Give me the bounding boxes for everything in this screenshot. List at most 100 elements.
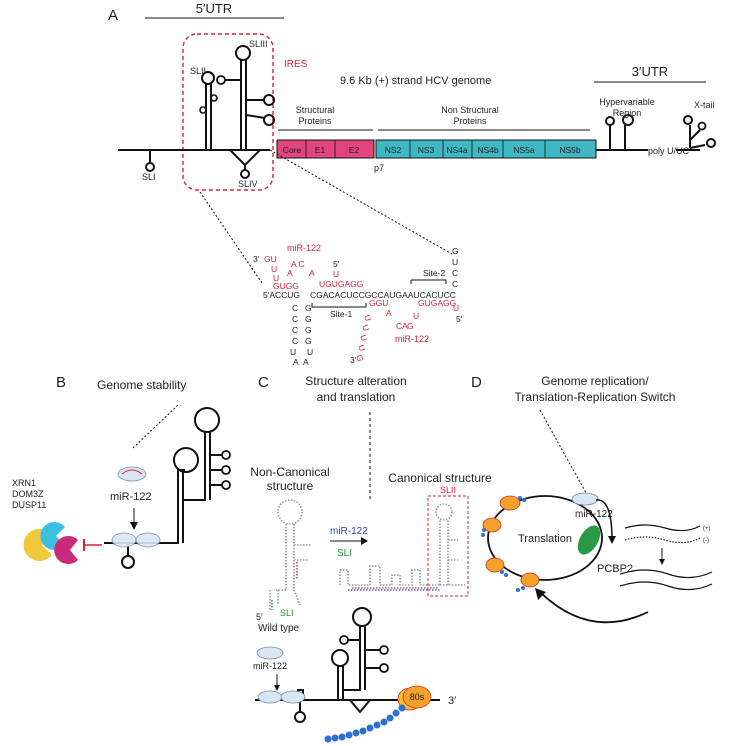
panel-b-letter: B (56, 374, 66, 391)
mir-icon-d (571, 492, 599, 506)
seq-u-right: U (453, 303, 459, 313)
p7-label: p7 (374, 163, 384, 173)
seq-u1: U (271, 264, 277, 274)
gene-ns4a: NS4a (446, 145, 468, 155)
panel-d-arrowhead-down (659, 559, 665, 565)
sl2-label: SLII (190, 66, 206, 76)
poly-label: poly U/UC (648, 146, 690, 156)
seq-right-c2: C (452, 279, 458, 289)
nonstructural-label-1: Non Structural (441, 105, 499, 115)
translation-circle (487, 495, 603, 581)
gene-e2: E2 (349, 145, 360, 155)
panel-a-letter: A (108, 7, 118, 24)
panel-b-dotline (132, 404, 179, 449)
gene-ns5b: NS5b (559, 145, 581, 155)
panel-d-mir: miR-122 (575, 509, 613, 520)
seq-stem-l5: A (293, 357, 299, 367)
genome-label: 9.6 Kb (+) strand HCV genome (340, 75, 491, 87)
mir-bound-1-icon (111, 532, 137, 548)
seq-tail-g: G (354, 353, 366, 363)
structural-label-1: Structural (296, 105, 335, 115)
seq-g-bottom: G (407, 321, 414, 331)
sequence-block: miR-122 3′ GU U U GUGG A C A A UGUGAGG 5… (253, 243, 463, 367)
seq-ca-bottom: CA (396, 321, 408, 331)
seq-stem-l2: C (292, 325, 298, 335)
seq-5prime-mid: 5′ (333, 259, 340, 269)
enzyme-dusp11: DUSP11 (12, 500, 46, 510)
seq-right-u: U (452, 257, 458, 267)
panel-d-letter: D (471, 374, 482, 391)
panel-b-rna (104, 407, 231, 569)
canonical-structure (339, 503, 465, 586)
zoom-line-left (199, 191, 263, 284)
seq-stem-l1: C (292, 314, 298, 324)
nonstructural-label-2: Proteins (453, 116, 487, 126)
seq-u-bottom: U (413, 311, 419, 321)
seq-tail-u4: U (356, 343, 367, 352)
structural-label-2: Proteins (298, 116, 332, 126)
sl1-label: SLI (142, 172, 156, 182)
seq-u-mid: U (333, 269, 339, 279)
seq-stem-l4: U (290, 347, 296, 357)
mir-bound-2-icon (135, 532, 161, 548)
zoom-line-right (269, 149, 453, 255)
panel-c-title-1: Structure alteration (305, 374, 406, 388)
enzyme-xrn1: XRN1 (12, 478, 36, 488)
noncanonical-label-2: structure (267, 479, 314, 493)
bottom-arrowhead (274, 685, 280, 691)
noncanonical-red-dots (271, 562, 298, 610)
gene-ns4b: NS4b (477, 145, 499, 155)
gene-ns3: NS3 (418, 145, 435, 155)
utr5-label: 5′UTR (196, 1, 232, 16)
seq-u2: U (273, 273, 279, 283)
seq-3prime-top: 3′ (253, 254, 260, 264)
exonuclease-magenta-icon (54, 535, 78, 564)
seq-tail-u1: U (362, 313, 373, 322)
hypervariable-label-2: Region (613, 108, 642, 118)
seq-tail-u2: U (360, 323, 371, 332)
panel-d-return-arrowhead (535, 588, 546, 600)
seq-stem-r5: A (303, 357, 309, 367)
seq-site1: Site-1 (330, 309, 352, 319)
canonical-label: Canonical structure (388, 471, 492, 485)
panel-d-plus: (+) (703, 526, 711, 532)
panel-d-translation: Translation (518, 533, 572, 545)
mir-bound-bottom-1-icon (257, 690, 283, 704)
panel-c-arrowhead (361, 537, 368, 545)
panel-b-mir: miR-122 (110, 491, 152, 503)
seq-mir-bottom: miR-122 (395, 334, 429, 344)
copy-strand-1 (619, 569, 713, 579)
ires-box (182, 33, 274, 191)
minus-strand (624, 536, 701, 544)
seq-stem-r4: U (307, 347, 313, 357)
panel-d-title-2: Translation-Replication Switch (515, 390, 676, 404)
seq-right-c1: C (452, 268, 458, 278)
gene-e1: E1 (315, 145, 326, 155)
panel-d-arrowhead-right (608, 536, 616, 544)
gene-core: Core (283, 145, 302, 155)
bottom-mir: miR-122 (253, 661, 287, 671)
slii-box (427, 495, 469, 597)
mir-icon-b-arc (121, 469, 143, 475)
panel-c-slii: SLII (440, 485, 456, 495)
bottom-3prime: 3′ (448, 695, 456, 707)
panel-c-sli-wt: SLI (280, 608, 294, 618)
enzyme-dom3z: DOM3Z (12, 489, 44, 499)
seq-5prime-accug: 5′ACCUG (263, 290, 300, 300)
panel-c-title-2: and translation (317, 390, 396, 404)
mir-icon-bottom (256, 646, 284, 660)
gene-ns2: NS2 (385, 145, 402, 155)
seq-site2: Site-2 (423, 268, 445, 278)
utr3-structure (596, 114, 716, 151)
panel-b-title: Genome stability (97, 378, 186, 392)
seq-5prime-right: 5′ (456, 314, 463, 324)
blue-bead-icons (481, 496, 526, 592)
seq-3prime-bottom: 3′ (350, 355, 357, 365)
panel-d-return-arrow (539, 591, 649, 624)
ribosome-icons (482, 495, 540, 588)
seq-stem-l0: C (292, 303, 298, 313)
panel-c-sli-arrow: SLI (337, 548, 352, 559)
seq-stem-r1: G (305, 314, 312, 324)
panel-d-title-1: Genome replication/ (541, 374, 649, 388)
